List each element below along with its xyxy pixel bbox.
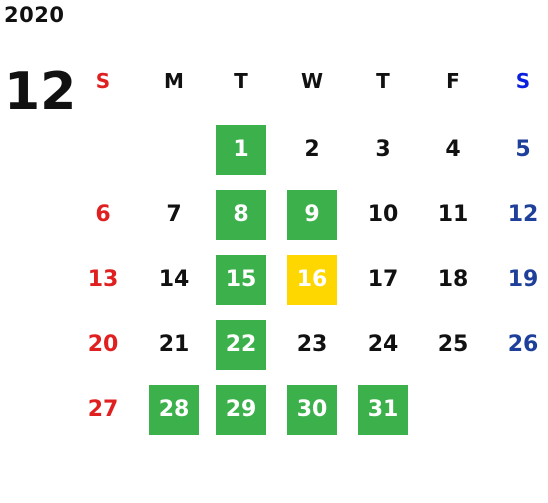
day-cell-13[interactable]: 13 (87, 267, 119, 292)
day-cell-10[interactable]: 10 (367, 202, 399, 227)
weekday-header-mon: M (164, 69, 184, 93)
day-cell-11[interactable]: 11 (437, 202, 469, 227)
day-cell-2[interactable]: 2 (304, 137, 320, 162)
day-cell-24[interactable]: 24 (367, 332, 399, 357)
day-cell-26[interactable]: 26 (507, 332, 539, 357)
weekday-header-thu: T (376, 69, 390, 93)
day-cell-18[interactable]: 18 (437, 267, 469, 292)
day-cell-21[interactable]: 21 (158, 332, 190, 357)
year-label: 2020 (4, 3, 65, 27)
day-cell-5[interactable]: 5 (515, 137, 531, 162)
month-label: 12 (4, 62, 77, 122)
day-cell-3[interactable]: 3 (375, 137, 391, 162)
day-cell-7[interactable]: 7 (166, 202, 182, 227)
day-cell-8[interactable]: 8 (216, 190, 266, 240)
day-cell-15[interactable]: 15 (216, 255, 266, 305)
day-cell-14[interactable]: 14 (158, 267, 190, 292)
weekday-header-sun: S (95, 69, 111, 93)
day-cell-9[interactable]: 9 (287, 190, 337, 240)
day-cell-28[interactable]: 28 (149, 385, 199, 435)
day-cell-22[interactable]: 22 (216, 320, 266, 370)
day-cell-16[interactable]: 16 (287, 255, 337, 305)
day-cell-31[interactable]: 31 (358, 385, 408, 435)
day-cell-12[interactable]: 12 (507, 202, 539, 227)
day-cell-17[interactable]: 17 (367, 267, 399, 292)
day-cell-27[interactable]: 27 (87, 397, 119, 422)
weekday-header-wed: W (300, 69, 324, 93)
day-cell-23[interactable]: 23 (296, 332, 328, 357)
day-cell-1[interactable]: 1 (216, 125, 266, 175)
weekday-header-tue: T (234, 69, 248, 93)
day-cell-20[interactable]: 20 (87, 332, 119, 357)
day-cell-29[interactable]: 29 (216, 385, 266, 435)
day-cell-25[interactable]: 25 (437, 332, 469, 357)
day-cell-4[interactable]: 4 (445, 137, 461, 162)
day-cell-6[interactable]: 6 (95, 202, 111, 227)
day-cell-19[interactable]: 19 (507, 267, 539, 292)
day-cell-30[interactable]: 30 (287, 385, 337, 435)
weekday-header-sat: S (515, 69, 531, 93)
weekday-header-fri: F (446, 69, 460, 93)
